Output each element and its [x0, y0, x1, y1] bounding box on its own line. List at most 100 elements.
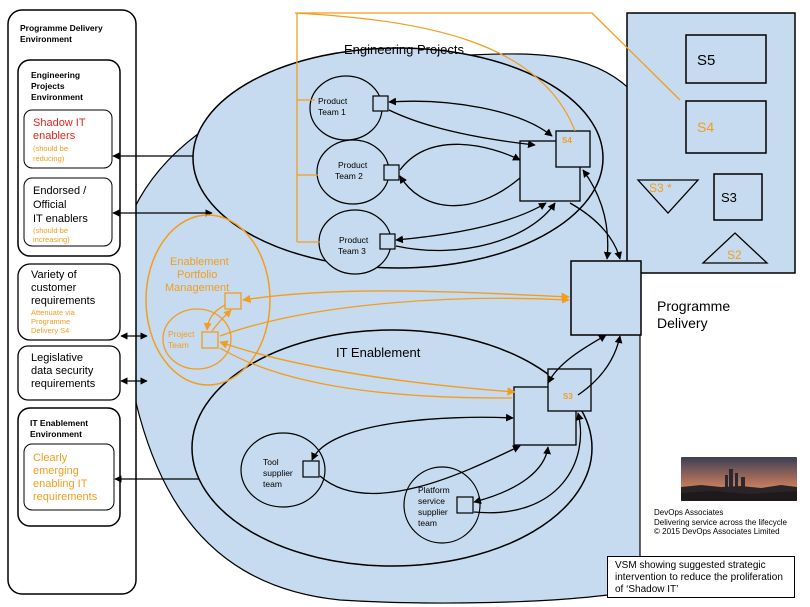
- epm-box: [224, 292, 242, 310]
- s4-box: [685, 100, 767, 154]
- legislative-line2: data security: [31, 365, 94, 377]
- team2-box: [383, 164, 400, 181]
- orange-project-it: [219, 340, 516, 396]
- variety-line2: customer: [31, 282, 77, 294]
- orange-project-programme: [219, 295, 570, 337]
- eng-env-line2: Projects: [31, 81, 65, 91]
- orange-epm-programme: [242, 290, 570, 303]
- shadow-it-box: [23, 109, 113, 169]
- arrow-it-programme-b: [577, 335, 623, 396]
- eng-env-line1: Engineering: [31, 70, 80, 80]
- s3-star-triangle: [636, 179, 700, 214]
- s3-box: [713, 173, 763, 221]
- tool-line3: team: [263, 479, 282, 489]
- s5-box: [685, 34, 767, 84]
- project-team-box: [201, 331, 219, 349]
- orange-algedonic-path: [296, 12, 681, 242]
- orange-epm-project: [203, 304, 226, 331]
- arrow-it-programme: [547, 334, 607, 384]
- legislative-box: [17, 345, 121, 401]
- s5-label: S5: [697, 52, 715, 69]
- arrow-team3-mgmt-b: [395, 202, 556, 252]
- endorsed-line3: IT enablers: [33, 213, 88, 225]
- arrow-team2-loop: [399, 143, 521, 171]
- s4-label: S4: [697, 119, 714, 135]
- arrow-platform-mgmt: [473, 446, 551, 504]
- it-s3-label: S3: [563, 392, 573, 401]
- variety-line3: requirements: [31, 295, 96, 307]
- endorsed-line2: Official: [33, 199, 66, 211]
- endorsed-note1: (should be: [33, 226, 68, 235]
- platform-line3: supplier: [418, 507, 448, 517]
- variety-note2: Programme: [31, 317, 70, 326]
- team2-line1: Product: [338, 160, 368, 170]
- credit-line3: © 2015 DevOps Associates Limited: [654, 527, 780, 536]
- team1-line2: Team 1: [318, 107, 346, 117]
- epm-line1: Enablement: [170, 256, 229, 268]
- credit-block: DevOps Associates Delivering service acr…: [654, 508, 787, 537]
- orange-project-it-b: [219, 347, 513, 399]
- it-env-line2: Environment: [30, 429, 82, 439]
- it-env-line1: IT Enablement: [30, 418, 88, 428]
- variety-line1: Variety of: [31, 269, 78, 281]
- panel-title-line1: Programme Delivery: [20, 23, 103, 33]
- it-enablement-title: IT Enablement: [336, 345, 421, 360]
- arrow-team3-mgmt: [395, 202, 547, 244]
- engineering-title: Engineering Projects: [344, 42, 464, 57]
- team3-line1: Product: [339, 235, 369, 245]
- platform-line1: Platform: [418, 485, 450, 495]
- legislative-line3: requirements: [31, 378, 96, 390]
- legislative-line1: Legislative: [31, 352, 83, 364]
- arrow-platform-mgmt-b: [473, 412, 584, 514]
- panel-title-line2: Environment: [20, 34, 72, 44]
- shadow-line2: enablers: [33, 130, 76, 142]
- endorsed-note2: increasing): [33, 235, 70, 244]
- emerging-line3: enabling IT: [33, 478, 88, 490]
- team1-line1: Product: [318, 96, 348, 106]
- arrow-eng-programme-b: [569, 202, 622, 260]
- engineering-s4-box: [555, 130, 591, 168]
- arrow-eng-programme: [582, 169, 612, 260]
- team1-box: [372, 95, 389, 112]
- emerging-line4: requirements: [33, 491, 98, 503]
- variety-requirements-box: [17, 263, 121, 341]
- variety-note3: Delivery S4: [31, 326, 69, 335]
- eng-env-line3: Environment: [31, 92, 83, 102]
- orange-project-epm: [211, 309, 232, 332]
- variety-note1: Attenuate via: [31, 308, 76, 317]
- tool-line2: supplier: [263, 468, 293, 478]
- s2-label: S2: [727, 248, 742, 262]
- project-line1: Project: [168, 329, 195, 339]
- credit-line1: DevOps Associates: [654, 508, 724, 517]
- programme-line1: Programme: [657, 298, 730, 314]
- programme-line2: Delivery: [657, 315, 708, 331]
- project-team-circle: [162, 308, 232, 370]
- shadow-line1: Shadow IT: [33, 117, 86, 129]
- emerging-line2: emerging: [33, 465, 79, 477]
- epm-line2: Portfolio: [177, 269, 217, 281]
- emerging-line1: Clearly: [33, 452, 68, 464]
- team3-line2: Team 3: [338, 246, 366, 256]
- s3-star-label: S3 *: [649, 181, 672, 195]
- epm-line3: Management: [165, 282, 229, 294]
- endorsed-line1: Endorsed /: [33, 185, 87, 197]
- team3-box: [379, 233, 396, 250]
- programme-delivery-box: [570, 260, 642, 336]
- tool-box: [302, 460, 320, 478]
- caption-box: VSM showing suggested strategic interven…: [607, 556, 795, 598]
- tool-line1: Tool: [263, 457, 279, 467]
- credit-line2: Delivering service across the lifecycle: [654, 517, 787, 527]
- engineering-s4-label: S4: [562, 136, 572, 145]
- shadow-note1: (should be: [33, 144, 68, 153]
- city-skyline-photo: [681, 457, 797, 501]
- arrow-team1-mgmt: [388, 97, 553, 137]
- team2-line2: Team 2: [335, 171, 363, 181]
- endorsed-it-box: [23, 177, 113, 247]
- arrow-team1-mgmt-b: [388, 109, 536, 149]
- project-line2: Team: [168, 340, 189, 350]
- platform-box: [456, 496, 474, 514]
- s3-label: S3: [721, 190, 737, 205]
- tool-supplier-circle: [240, 432, 326, 508]
- platform-line4: team: [418, 518, 437, 528]
